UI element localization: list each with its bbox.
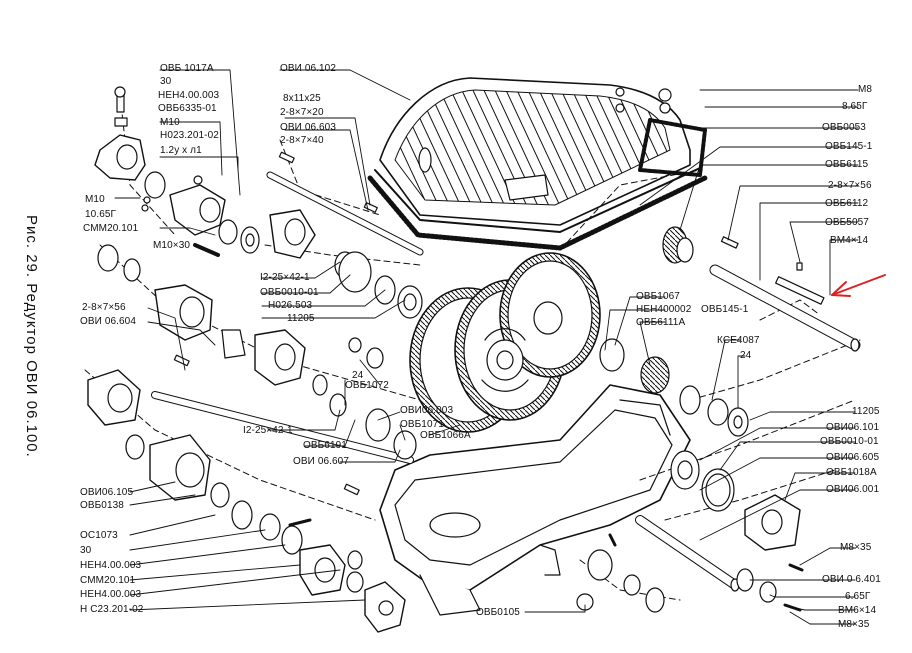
- label-ovb1018a: ОВБ1018А: [826, 467, 877, 478]
- label-ovi06105: ОВИ06.105: [80, 487, 134, 498]
- label-i12-mid: I2-25×42-1: [243, 425, 293, 436]
- label-i12-top: I2-25×42-1: [260, 272, 310, 283]
- label-ovi06001: ОВИ06.001: [826, 484, 880, 495]
- label-ovi06605: ОВИ06.605: [826, 452, 880, 463]
- label-2x8x56-right: 2-8×7×56: [828, 180, 872, 191]
- center-gears: [409, 252, 601, 433]
- label-865g: 8.65Г: [842, 101, 868, 112]
- label-m10-mid: М10: [85, 194, 105, 205]
- left-middle-parts: [97, 244, 423, 460]
- label-smm20-bottom: СММ20.101: [80, 575, 136, 586]
- upper-cover: [367, 77, 708, 251]
- annotation-arrow: [831, 274, 886, 297]
- label-ovb0138: ОВБ0138: [80, 500, 124, 511]
- label-nen400002: НЕН400002: [636, 304, 692, 315]
- label-ovi06101: ОВИ06.101: [826, 422, 880, 433]
- keys: [173, 151, 825, 496]
- label-ovb6335: ОВБ6335-01: [158, 103, 217, 114]
- label-ovb1071: ОВБ1071: [400, 419, 444, 430]
- label-ovb6112: ОВБ6112: [825, 198, 869, 209]
- right-parts: [576, 88, 804, 613]
- label-24-mid: 24: [352, 370, 364, 381]
- label-11205-left: 11205: [287, 313, 315, 324]
- label-1065g: 10.65Г: [85, 209, 117, 220]
- label-m8x35-top: М8×35: [840, 542, 872, 553]
- label-nen4-mid: НЕН4.00.003: [80, 560, 142, 571]
- label-ovb1067: ОВБ1067: [636, 291, 680, 302]
- label-ovb145-top: ОВБ145-1: [825, 141, 873, 152]
- shafts: [151, 171, 861, 592]
- label-os1073: ОС1073: [80, 530, 118, 541]
- label-24-right: 24: [740, 350, 752, 361]
- label-ovi06102: ОВИ 06.102: [280, 63, 336, 74]
- left-upper-parts: [94, 86, 316, 259]
- label-ovb1066a: ОВБ1066А: [420, 430, 471, 441]
- label-ovi06607: ОВИ 06.607: [293, 456, 349, 467]
- label-2x8x40: 2-8×7×40: [280, 135, 324, 146]
- label-n023-top: Н023.201-02: [160, 130, 219, 141]
- left-lower-parts: [87, 369, 406, 633]
- label-n023-bottom: Н С23.201-02: [80, 604, 144, 615]
- label-ovb1017a: ОВБ 1017А: [160, 63, 214, 74]
- label-ovb6115: ОВБ6115: [825, 159, 869, 170]
- leader-lines: [114, 69, 859, 625]
- label-ovb6111a: ОВБ6111А: [636, 317, 686, 328]
- label-ovb0010-right: ОВБ0010-01: [820, 436, 879, 447]
- label-ovb0105: ОВБ0105: [476, 607, 520, 618]
- label-2x8x20: 2-8×7×20: [280, 107, 324, 118]
- label-ovi06401: ОВИ 0 6.401: [822, 574, 881, 585]
- label-ovb0010-left: ОВБ0010-01: [260, 287, 319, 298]
- label-bm4x14: ВМ4×14: [830, 235, 869, 246]
- label-ovb6191: ОВБ6191: [303, 440, 347, 451]
- label-n026: Н026.503: [268, 300, 313, 311]
- label-nen4-top: НЕН4.00.003: [158, 90, 220, 101]
- label-m8-top: М8: [858, 84, 873, 95]
- label-2x8x56-left: 2-8×7×56: [82, 302, 126, 313]
- figure-caption: Рис. 29. Редуктор ОВИ 06.100.: [23, 215, 40, 458]
- label-8x11x25: 8х11х25: [283, 93, 321, 104]
- label-665g: 6.65Г: [845, 591, 871, 602]
- label-ovi06003: ОВИ06.003: [400, 405, 454, 416]
- label-smm20-top: СММ20.101: [83, 223, 139, 234]
- label-ovb5057: ОВБ5057: [825, 217, 869, 228]
- label-11205-right: 11205: [852, 406, 880, 417]
- label-30-bottom: 30: [80, 545, 92, 556]
- label-30-top: 30: [160, 76, 172, 87]
- label-ovi06603: ОВИ 06.603: [280, 122, 336, 133]
- label-m10x30: М10×30: [153, 240, 191, 251]
- label-kse4087: КСЕ4087: [717, 335, 760, 346]
- label-ovb0053: ОВБ0053: [822, 122, 866, 133]
- label-m10-top: М10: [160, 117, 180, 128]
- label-12yxl: 1.2у х л1: [160, 145, 202, 156]
- label-ovb145-mid: ОВБ145-1: [701, 304, 749, 315]
- label-ovb1072: ОВБ1072: [345, 380, 389, 391]
- label-m8x35-bottom: М8×35: [838, 619, 870, 630]
- label-bm6x14: ВМ6×14: [838, 605, 877, 616]
- label-ovi06604: ОВИ 06.604: [80, 316, 136, 327]
- label-nen4-bottom: НЕН4.00.003: [80, 589, 142, 600]
